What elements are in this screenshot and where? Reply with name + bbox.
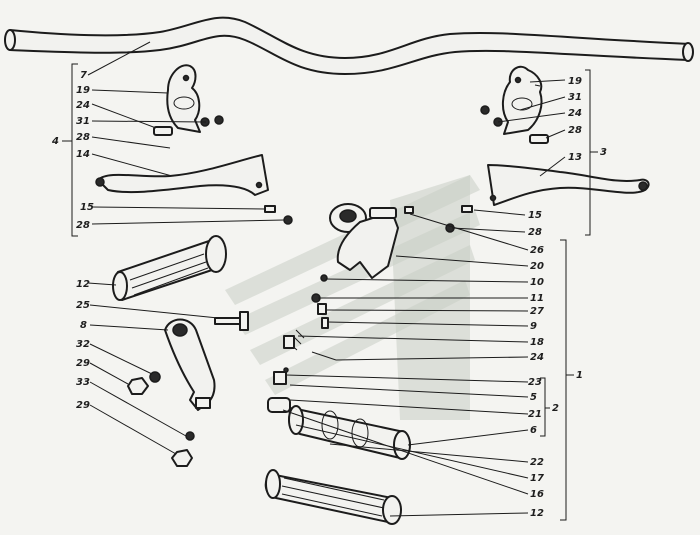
label-31-left: 31 (76, 116, 90, 127)
label-17: 17 (530, 473, 544, 484)
left-brake-lever (95, 154, 293, 225)
label-9: 9 (530, 321, 537, 332)
label-24-right: 24 (568, 108, 582, 119)
label-25: 25 (76, 300, 90, 311)
label-20: 20 (530, 261, 544, 272)
label-subassembly-2: 2 (552, 403, 559, 414)
label-10: 10 (530, 277, 544, 288)
label-6: 6 (530, 425, 537, 436)
label-24-center: 24 (530, 352, 544, 363)
handlebar (4, 16, 694, 75)
left-lever-bracket (153, 64, 224, 136)
label-23: 23 (528, 377, 542, 388)
lower-left-nuts (127, 371, 195, 467)
label-group-3: 3 (600, 147, 607, 158)
label-28-left: 28 (76, 132, 90, 143)
label-18: 18 (530, 337, 544, 348)
center-small-parts (273, 274, 337, 385)
label-19-right: 19 (568, 76, 582, 87)
label-14: 14 (76, 149, 90, 160)
label-33: 33 (76, 377, 90, 388)
throttle-sleeve (267, 397, 411, 460)
label-32: 32 (76, 339, 90, 350)
label-group-4: 4 (51, 136, 59, 147)
label-16: 16 (530, 489, 544, 500)
label-24-left: 24 (76, 100, 90, 111)
label-29-upper: 29 (76, 358, 90, 369)
bolt-25 (214, 311, 249, 331)
label-7: 7 (80, 70, 87, 81)
right-grip (264, 469, 402, 525)
label-13: 13 (568, 152, 582, 163)
leader-lines (62, 41, 598, 521)
label-11: 11 (530, 293, 544, 304)
part-labels: 7 19 24 31 28 14 15 28 4 19 31 24 28 13 … (51, 70, 607, 519)
label-29-lower: 29 (76, 400, 90, 411)
left-lower-lever (164, 318, 216, 411)
label-21: 21 (528, 409, 542, 420)
left-grip (112, 235, 227, 301)
label-26: 26 (530, 245, 544, 256)
label-28-left-lower: 28 (76, 220, 90, 231)
label-15-right: 15 (528, 210, 542, 221)
label-28-right-lower: 28 (528, 227, 542, 238)
label-15-left: 15 (80, 202, 94, 213)
label-8: 8 (80, 320, 87, 331)
throttle-housing (329, 203, 414, 279)
label-12-left: 12 (76, 279, 90, 290)
label-28-right: 28 (568, 125, 582, 136)
label-22: 22 (530, 457, 544, 468)
right-clutch-lever (445, 164, 650, 233)
label-12-right: 12 (530, 508, 544, 519)
label-27: 27 (530, 306, 544, 317)
label-assembly-1: 1 (576, 370, 583, 381)
label-19-left: 19 (76, 85, 90, 96)
label-31-right: 31 (568, 92, 582, 103)
label-5: 5 (530, 392, 537, 403)
